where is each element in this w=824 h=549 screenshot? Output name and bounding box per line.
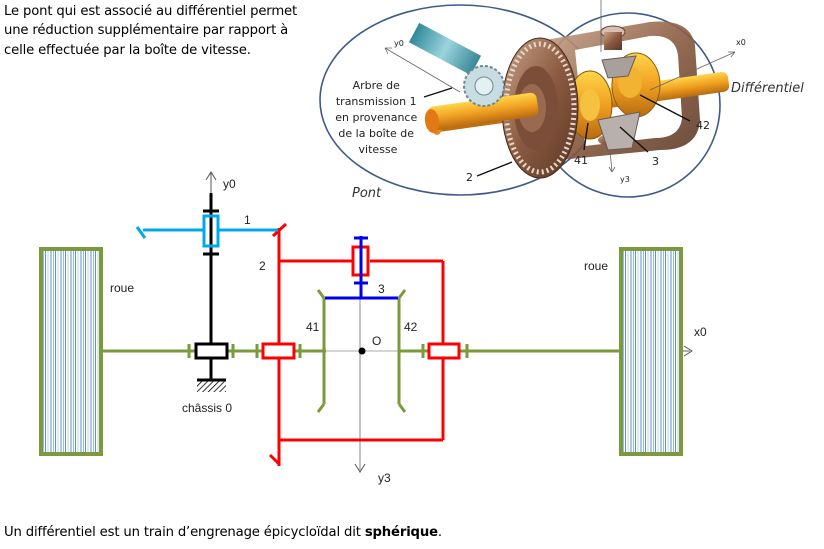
label-41: 41 [306,320,320,334]
wheel-right [619,247,683,456]
intro-paragraph: Le pont qui est associé au différentiel … [4,4,297,58]
label-2: 2 [259,259,266,273]
wheel-left [39,247,103,456]
ground-hatch-icon [197,381,226,392]
photo-label-2: 2 [466,171,473,184]
photo-axes: y0 x0 y3 [384,0,746,184]
y3-arrow-icon [354,463,366,473]
input-shaft-1 [135,226,278,239]
label-3: 3 [378,282,385,296]
center-point-o [358,347,366,355]
schematic-axis-y0: y0 [223,177,236,191]
photo-axis-y3: y3 [620,175,630,184]
sun-gear-41 [316,289,326,413]
label-o: O [372,334,381,348]
photo-label-3: 3 [652,155,659,168]
label-1: 1 [244,213,251,227]
footer-text: Un différentiel est un train d’engrenage… [4,525,365,540]
schematic-axis-y3: y3 [378,471,391,485]
wheel-left-label: roue [110,281,134,295]
bearing-left-red [261,342,296,360]
footer-sentence: Un différentiel est un train d’engrenage… [4,525,442,540]
footer-end: . [437,525,442,540]
wheel-right-label: roue [584,259,608,273]
ring-gear-2 [501,37,579,179]
shaft-collars [187,344,469,358]
bearing-chassis [194,342,229,360]
photo-axis-y0: y0 [394,39,404,48]
satellite-gear-3 [597,55,641,151]
schematic-axis-x0: x0 [694,325,707,339]
bearing-right-red [427,342,461,360]
pont-label: Pont [352,186,382,201]
footer-bold-word: sphérique [364,525,438,540]
photo-illustration: y0 x0 y3 Arbre de transmission 1 en prov… [319,0,804,201]
photo-axis-x0: x0 [736,38,746,47]
kinematic-schematic: y3 x0 roue roue [39,171,707,485]
sun-gear-42 [397,289,407,413]
satellite-3 [325,236,398,300]
photo-leaders [423,87,691,177]
photo-label-41: 41 [574,154,588,167]
arbre-label: Arbre de transmission 1 en provenance de… [335,79,421,156]
differentiel-label: Différentiel [731,81,804,96]
x0-arrow-icon [683,345,693,357]
bearing-cyan [202,214,220,248]
photo-label-42: 42 [696,119,710,132]
pinion-1 [408,22,505,107]
label-42: 42 [404,320,418,334]
chassis-label: châssis 0 [182,401,232,415]
